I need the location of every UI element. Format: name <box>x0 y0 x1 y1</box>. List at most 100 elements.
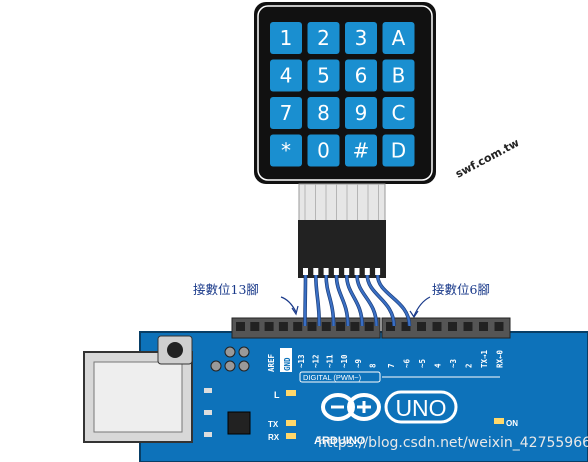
key-label: # <box>353 139 370 163</box>
header-slot <box>307 322 317 331</box>
key-label: 3 <box>355 26 368 50</box>
rx-label: RX <box>268 433 280 442</box>
gnd-label: GND <box>283 357 292 371</box>
key-face <box>345 59 377 92</box>
key-label: B <box>392 64 406 88</box>
ribbon-cable <box>298 183 386 223</box>
key-D: D <box>382 134 415 167</box>
header-slot <box>479 322 488 331</box>
key-face <box>270 97 302 129</box>
rx-led <box>286 433 296 439</box>
pin-label: RX←0 <box>496 349 505 368</box>
pin-label: ~13 <box>297 354 306 368</box>
wire <box>345 274 364 327</box>
header-slot <box>321 322 331 331</box>
key-#: # <box>345 134 377 167</box>
header-slot <box>364 322 374 331</box>
key-label: 1 <box>280 26 293 50</box>
arrowhead-right <box>409 310 419 319</box>
wire <box>335 274 349 327</box>
pin-label: TX→1 <box>480 349 489 368</box>
digital-label: DIGITAL (PWM~) <box>303 373 362 382</box>
key-label: 4 <box>280 64 293 88</box>
connector-pin <box>364 268 370 275</box>
connector-pin <box>333 268 339 275</box>
connector-pins <box>303 268 381 275</box>
key-face <box>307 22 340 54</box>
header-slot <box>386 322 395 331</box>
header-slot <box>264 322 274 331</box>
key-label: 0 <box>317 139 330 163</box>
key-face <box>382 97 415 129</box>
header-slot <box>417 322 426 331</box>
tx-label: TX <box>268 420 279 429</box>
key-face <box>307 59 340 92</box>
key-4: 4 <box>270 59 302 92</box>
header-slot <box>463 322 473 331</box>
gnd-label-bg <box>280 348 292 372</box>
key-label: 9 <box>355 101 368 125</box>
pin-label: ~9 <box>354 358 363 368</box>
key-1: 1 <box>270 22 302 54</box>
key-label: 6 <box>355 64 368 88</box>
header-slot <box>293 322 303 331</box>
header-slot <box>336 322 346 331</box>
pin-label: ~5 <box>418 359 427 368</box>
connector-pin <box>354 268 360 275</box>
pin-label: ~6 <box>403 358 412 368</box>
key-face <box>382 22 415 54</box>
pin-label: ~3 <box>449 358 458 368</box>
key-face <box>345 22 377 54</box>
pin-label: ~11 <box>326 354 335 368</box>
header-slot <box>250 322 260 331</box>
arrowhead-left <box>291 305 299 316</box>
key-5: 5 <box>307 59 340 92</box>
key-6: 6 <box>345 59 377 92</box>
key-2: 2 <box>307 22 340 54</box>
connector-pin <box>323 268 329 275</box>
connector-pin <box>313 268 319 275</box>
pin-label: ~10 <box>340 354 349 368</box>
key-label: 2 <box>317 26 330 50</box>
key-7: 7 <box>270 97 302 129</box>
key-9: 9 <box>345 97 377 129</box>
key-face <box>382 134 415 167</box>
wire <box>366 274 396 327</box>
key-label: 5 <box>317 64 330 88</box>
pin-label: 4 <box>434 363 443 368</box>
icsp-header <box>210 346 250 372</box>
chip <box>227 411 251 435</box>
key-*: * <box>270 134 302 167</box>
uno-badge <box>384 390 458 424</box>
key-face <box>307 134 340 167</box>
wire <box>325 274 335 327</box>
key-face <box>382 59 415 92</box>
site-logo: swf.com.tw <box>453 136 521 180</box>
header-slot <box>401 322 411 331</box>
reset-button-cap <box>167 342 183 358</box>
on-label: ON <box>506 419 518 428</box>
arduino-label: ARDUINO <box>314 435 366 447</box>
key-A: A <box>382 22 415 54</box>
wires <box>303 274 412 327</box>
annotation-arrow-left <box>280 296 297 313</box>
keypad-inner-border <box>257 5 433 181</box>
key-label: A <box>392 26 406 50</box>
key-face <box>345 97 377 129</box>
key-face <box>270 134 302 167</box>
key-0: 0 <box>307 134 340 167</box>
key-label: 7 <box>280 101 293 125</box>
site-logo-text: swf.com.tw <box>453 136 521 180</box>
pin-label: ~12 <box>311 354 320 368</box>
aref-label: AREF <box>267 353 276 372</box>
annotation-pin6: 接數位6腳 <box>432 282 490 297</box>
l-label: L <box>274 390 280 400</box>
key-label: D <box>391 139 406 163</box>
connector-pin <box>344 268 350 275</box>
annotation-pin13: 接數位13腳 <box>193 282 259 297</box>
key-face <box>345 134 377 167</box>
uno-label: UNO <box>395 395 446 421</box>
